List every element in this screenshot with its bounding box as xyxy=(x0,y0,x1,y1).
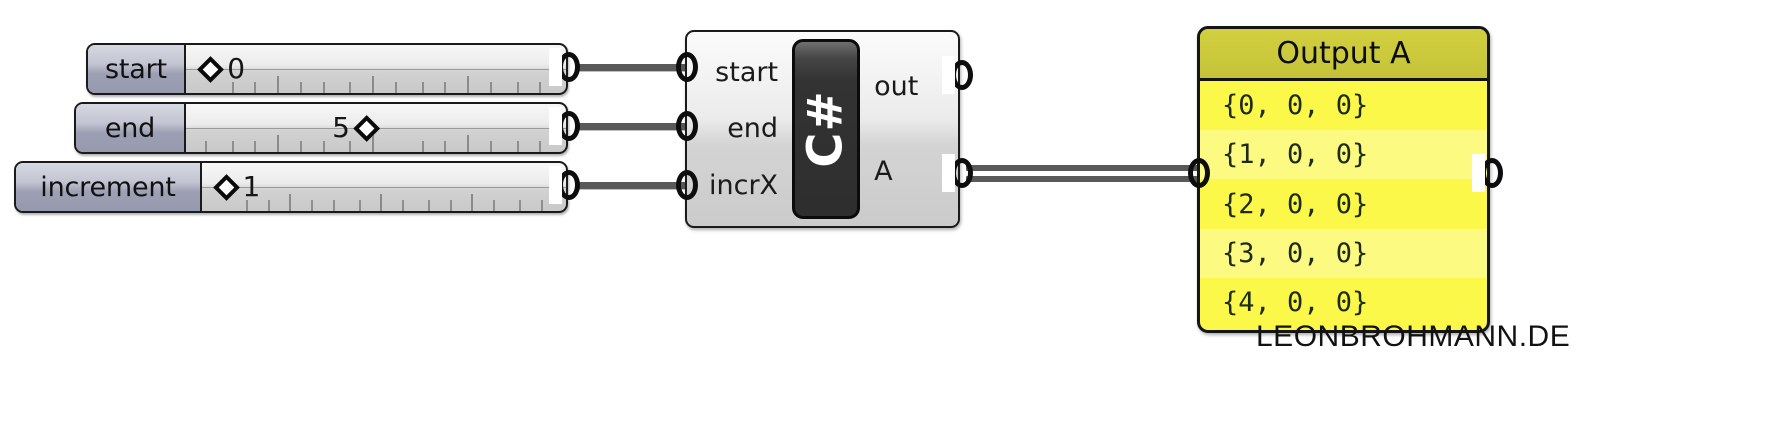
tick-minor xyxy=(333,200,336,211)
slider-start[interactable]: start 0 xyxy=(86,43,568,95)
csharp-logo-text: C# xyxy=(798,90,855,168)
tick-major xyxy=(277,135,280,152)
component-input-connector-start[interactable] xyxy=(676,52,698,82)
slider-start-handle[interactable]: 0 xyxy=(197,52,246,85)
slider-handle-diamond-icon[interactable] xyxy=(212,173,240,201)
slider-handle-diamond-icon[interactable] xyxy=(353,114,380,142)
tick-minor xyxy=(490,141,492,152)
watermark-text: LEONBROHMANN.DE xyxy=(1256,320,1571,353)
slider-increment-label[interactable]: increment xyxy=(16,163,202,211)
tick-minor xyxy=(402,200,405,211)
component-port-start[interactable]: start xyxy=(715,56,779,88)
tick-minor xyxy=(245,200,248,211)
tick-minor xyxy=(518,200,521,211)
slider-handle-diamond-icon[interactable] xyxy=(197,55,225,83)
output-panel-input-connector[interactable] xyxy=(1188,158,1210,188)
output-a-row: {0, 0, 0} xyxy=(1222,90,1369,122)
tick-minor xyxy=(231,82,234,93)
tick-major xyxy=(471,194,474,211)
component-input-connector-incrx[interactable] xyxy=(676,170,698,200)
output-a-row: {4, 0, 0} xyxy=(1222,286,1369,318)
output-a-row: {3, 0, 0} xyxy=(1200,228,1487,278)
tick-minor xyxy=(444,82,447,93)
slider-increment-handle[interactable]: 1 xyxy=(212,170,261,203)
slider-end-handle[interactable]: 5 xyxy=(332,111,380,144)
tick-major xyxy=(372,76,375,93)
connector-mask xyxy=(1472,154,1485,192)
component-input-ports: start end incrX xyxy=(687,32,792,226)
slider-end[interactable]: end 5 xyxy=(74,102,568,154)
wire-a-to-output-panel xyxy=(966,165,1198,182)
connector-mask xyxy=(549,107,562,145)
slider-increment[interactable]: increment 1 xyxy=(14,161,568,213)
component-input-connector-end[interactable] xyxy=(676,111,698,141)
tick-minor xyxy=(300,82,302,93)
tick-major xyxy=(380,194,383,211)
tick-minor xyxy=(539,82,542,93)
slider-start-value: 0 xyxy=(227,52,246,85)
slider-increment-track[interactable]: 1 xyxy=(202,163,566,211)
output-a-value-list: {0, 0, 0} {1, 0, 0} {2, 0, 0} {3, 0, 0} … xyxy=(1200,81,1487,327)
tick-minor xyxy=(311,200,314,211)
slider-start-track[interactable]: 0 xyxy=(186,45,566,93)
tick-minor xyxy=(444,141,447,152)
slider-start-tick-rail xyxy=(186,69,566,70)
tick-minor xyxy=(516,82,519,93)
tick-minor xyxy=(421,82,424,93)
tick-minor xyxy=(322,82,325,93)
tick-minor xyxy=(231,141,234,152)
connector-mask xyxy=(549,166,562,204)
component-port-incrx[interactable]: incrX xyxy=(709,170,779,202)
connector-mask xyxy=(549,48,562,86)
csharp-logo-icon[interactable]: C# xyxy=(792,39,861,219)
connector-mask xyxy=(942,154,955,192)
tick-minor xyxy=(490,82,492,93)
tick-minor xyxy=(427,200,430,211)
slider-increment-tick-rail xyxy=(202,187,566,188)
tick-major xyxy=(289,194,292,211)
tick-minor xyxy=(300,141,302,152)
tick-minor xyxy=(493,200,496,211)
component-port-out[interactable]: out xyxy=(874,71,919,102)
output-a-panel[interactable]: Output A {0, 0, 0} {1, 0, 0} {2, 0, 0} {… xyxy=(1197,26,1490,333)
wire-strand-lower xyxy=(966,176,1198,182)
slider-end-track[interactable]: 5 xyxy=(186,104,566,152)
csharp-script-component[interactable]: start end incrX C# out A xyxy=(685,30,960,228)
tick-minor xyxy=(539,141,542,152)
tick-minor xyxy=(349,82,352,93)
output-a-row: {1, 0, 0} xyxy=(1200,130,1487,180)
output-a-row: {2, 0, 0} xyxy=(1222,188,1369,220)
slider-start-label[interactable]: start xyxy=(88,45,186,93)
tick-minor xyxy=(254,141,257,152)
slider-end-value: 5 xyxy=(332,111,350,144)
component-port-end[interactable]: end xyxy=(727,113,779,145)
component-port-a[interactable]: A xyxy=(874,156,893,187)
tick-minor xyxy=(516,141,519,152)
tick-minor xyxy=(205,141,207,152)
tick-minor xyxy=(254,82,257,93)
tick-minor xyxy=(358,200,361,211)
tick-major xyxy=(277,76,280,93)
tick-minor xyxy=(395,82,397,93)
tick-minor xyxy=(322,141,325,152)
tick-minor xyxy=(267,200,270,211)
tick-minor xyxy=(540,200,543,211)
tick-major xyxy=(372,135,375,152)
wire-end-to-component xyxy=(578,123,686,130)
wire-strand-upper xyxy=(966,165,1198,171)
connector-mask xyxy=(942,56,955,94)
tick-major xyxy=(467,135,470,152)
tick-minor xyxy=(449,200,452,211)
output-a-panel-title: Output A xyxy=(1200,29,1487,81)
tick-minor xyxy=(421,141,424,152)
component-output-ports: out A xyxy=(860,32,938,226)
wire-increment-to-component xyxy=(578,182,686,189)
slider-end-label[interactable]: end xyxy=(76,104,186,152)
wire-start-to-component xyxy=(578,64,686,71)
tick-minor xyxy=(349,141,352,152)
slider-increment-value: 1 xyxy=(242,170,261,203)
tick-major xyxy=(467,76,470,93)
